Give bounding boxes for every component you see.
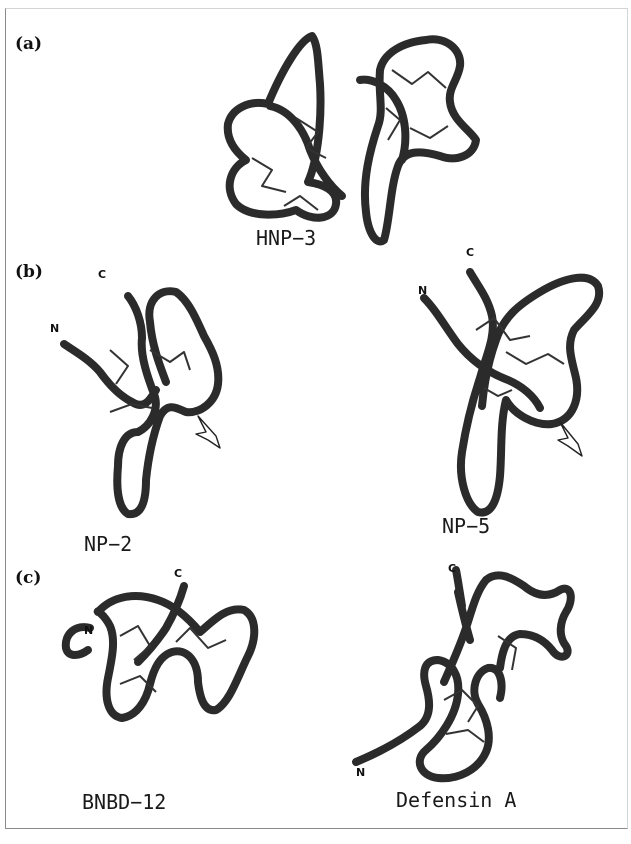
panel-label-c: (c) [15, 568, 41, 588]
hnp3-monomer-right-backbone [360, 39, 476, 241]
hnp3-dimer-structure [228, 36, 476, 241]
np2-backbone [64, 291, 218, 514]
panel-label-a: (a) [15, 34, 42, 54]
np5-pointer-arrow [558, 422, 582, 456]
np5-c-terminus-label: C [466, 246, 474, 259]
hnp3-label: HNP−3 [256, 226, 316, 250]
bnbd12-backbone [66, 586, 254, 718]
np2-pointer-arrow [196, 416, 220, 448]
np2-label: NP−2 [84, 532, 132, 556]
bnbd12-label: BNBD−12 [82, 790, 166, 814]
np5-backbone [424, 272, 599, 513]
defensin-a-label: Defensin A [396, 788, 516, 812]
np5-n-terminus-label: N [418, 284, 427, 297]
bnbd12-c-terminus-label: C [174, 567, 182, 580]
defensin-a-n-terminus-label: N [356, 766, 365, 779]
defensin-a-c-terminus-label: C [448, 562, 456, 575]
bnbd12-n-terminus-label: N [84, 624, 93, 637]
np5-label: NP−5 [442, 514, 490, 538]
np2-structure [64, 291, 220, 514]
defensin-a-structure [356, 570, 571, 778]
np5-structure [424, 272, 599, 513]
np2-c-terminus-label: C [98, 268, 106, 281]
bnbd12-disulfides [120, 626, 226, 692]
bnbd12-structure [66, 586, 254, 718]
panel-label-b: (b) [15, 262, 43, 282]
np2-n-terminus-label: N [50, 322, 59, 335]
hnp3-monomer-left-backbone [228, 36, 342, 218]
